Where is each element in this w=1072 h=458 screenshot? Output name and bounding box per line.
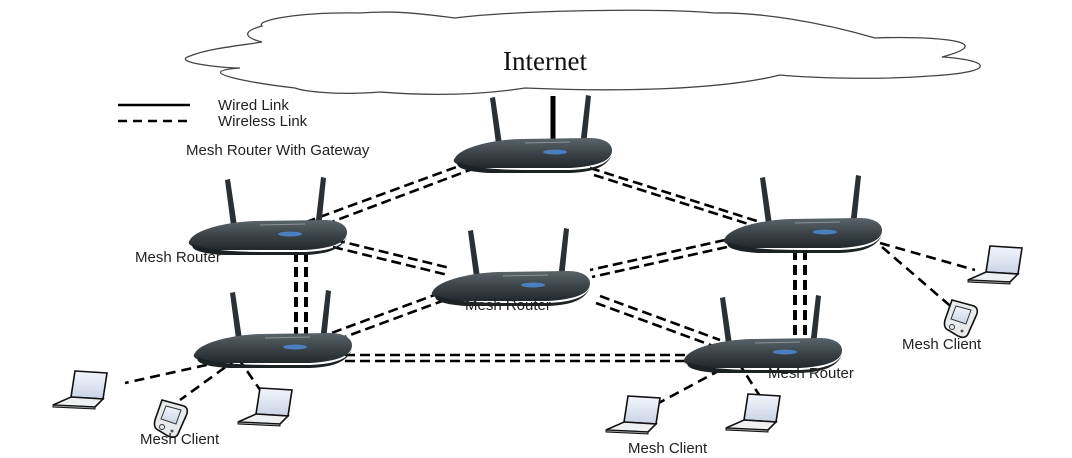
legend-wired-label: Wired Link (218, 97, 289, 114)
client-group-bl-label: Mesh Client (140, 431, 220, 448)
laptop-icon (52, 370, 108, 410)
router-gateway (453, 94, 613, 174)
router-gateway-label: Mesh Router With Gateway (186, 142, 370, 159)
router-left-label: Mesh Router (135, 249, 221, 266)
router-right (723, 174, 883, 254)
router-bottom-right (683, 294, 843, 374)
wireless-links (294, 160, 807, 363)
router-bottom-right-label: Mesh Router (768, 365, 854, 382)
client-group-right-label: Mesh Client (902, 336, 982, 353)
router-center-label: Mesh Router (465, 297, 551, 314)
router-bottom-left (193, 289, 353, 369)
laptop-icon (725, 393, 781, 433)
laptop-icon (967, 245, 1023, 285)
client-group-br-label: Mesh Client (628, 440, 708, 457)
cloud-label: Internet (503, 46, 587, 76)
pda-icon (943, 299, 979, 339)
laptop-icon (237, 387, 293, 427)
internet-cloud (184, 9, 981, 95)
router-center (431, 227, 591, 307)
laptop-icon (605, 395, 661, 435)
legend-wireless-label: Wireless Link (218, 113, 308, 130)
